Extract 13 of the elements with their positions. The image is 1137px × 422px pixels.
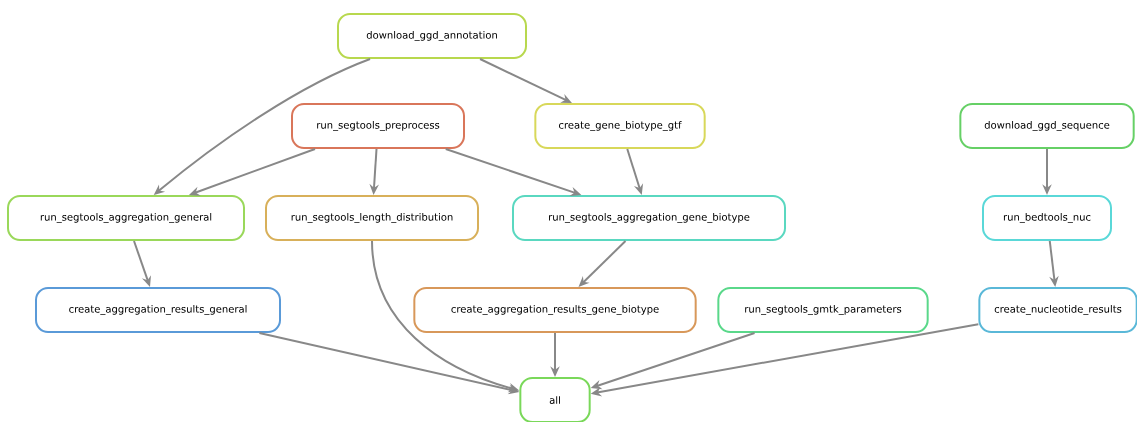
process-box: run_segtools_aggregation_general xyxy=(7,195,245,241)
process-box: run_segtools_aggregation_gene_biotype xyxy=(512,195,786,241)
process-box: download_ggd_annotation xyxy=(337,13,527,59)
process-box: create_aggregation_results_gene_biotype xyxy=(413,287,697,333)
process-box: run_segtools_gmtk_parameters xyxy=(717,287,929,333)
process-box: run_segtools_preprocess xyxy=(291,103,465,149)
process-box: create_aggregation_results_general xyxy=(35,287,281,333)
process-box: all xyxy=(519,377,591,422)
process-box: create_nucleotide_results xyxy=(978,287,1137,333)
process-box: run_bedtools_nuc xyxy=(982,195,1112,241)
process-box: run_segtools_length_distribution xyxy=(265,195,479,241)
process-box: create_gene_biotype_gtf xyxy=(534,103,706,149)
process-box: download_ggd_sequence xyxy=(959,103,1135,149)
